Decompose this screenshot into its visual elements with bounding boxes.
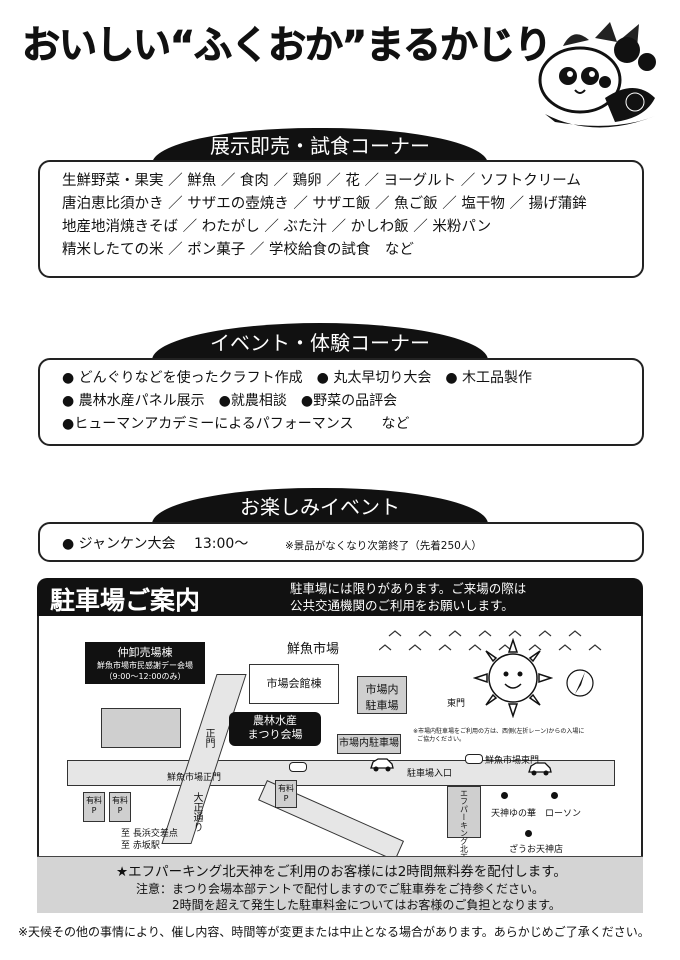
nakaoroshi-box: 仲卸売場棟 鮮魚市場市民感謝デー会場 （9:00〜12:00のみ） <box>85 642 205 684</box>
ef-parking-label: エフパーキング北天神 <box>459 789 469 869</box>
lawson-label: ローソン <box>545 809 582 819</box>
nakaoroshi-sub1: 鮮魚市場市民感謝デー会場 <box>97 661 193 670</box>
north-arrow-icon <box>566 669 594 697</box>
tenji-line-1: 生鮮野菜・果実 ／ 鮮魚 ／ 食肉 ／ 鶏卵 ／ 花 ／ ヨーグルト ／ ソフト… <box>62 173 581 189</box>
tenji-box: 生鮮野菜・果実 ／ 鮮魚 ／ 食肉 ／ 鶏卵 ／ 花 ／ ヨーグルト ／ ソフト… <box>38 160 644 278</box>
otanoshimi-box: ● ジャンケン大会 13:00〜 ※景品がなくなり次第終了（先着250人） <box>38 522 644 562</box>
ichibanai-parking: 市場内 駐車場 <box>357 676 407 714</box>
janken-item: ● ジャンケン大会 13:00〜 <box>62 536 249 552</box>
nakaoroshi-title: 仲卸売場棟 <box>117 646 173 659</box>
janken-note: ※景品がなくなり次第終了（先着250人） <box>285 540 482 552</box>
disclaimer: ※天候その他の事情により、催し内容、時間等が変更または中止となる場合があります。… <box>18 925 650 939</box>
traffic-signal-icon <box>465 754 483 764</box>
noorin-line1: 農林水産 <box>253 714 297 727</box>
yuryo-p-2: 有料P <box>109 792 131 822</box>
event-line-3: ●ヒューマンアカデミーによるパフォーマンス など <box>62 416 410 432</box>
notice-sub-2: 2時間を超えて発生した駐車料金についてはお客様のご負担となります。 <box>172 898 561 912</box>
car-icon <box>370 758 394 772</box>
notice-main: ★エフパーキング北天神をご利用のお客様には2時間無料券を配付します。 <box>116 864 567 880</box>
event-heading: イベント・体験コーナー <box>152 323 488 361</box>
noorin-venue: 農林水産 まつり会場 <box>229 712 321 746</box>
map-dot <box>551 792 558 799</box>
tenji-line-3: 地産地消焼きそば ／ わたがし ／ ぶた汁 ／ かしわ飯 ／ 米粉パン <box>62 219 492 235</box>
event-box: ● どんぐりなどを使ったクラフト作成 ● 丸太早切り大会 ● 木工品製作 ● 農… <box>38 358 644 446</box>
taisho-road <box>161 674 247 844</box>
to-akasaka: 至 赤坂駅 <box>121 841 160 851</box>
sea-waves-icon <box>379 630 602 651</box>
yuryo-p-1: 有料P <box>83 792 105 822</box>
east-gate-label: 鮮魚市場東門 <box>485 756 540 766</box>
otanoshimi-heading: お楽しみイベント <box>152 488 488 524</box>
seimon-label: 鮮魚市場正門 <box>167 773 222 783</box>
traffic-signal-icon <box>289 762 307 772</box>
parking-note-2: 公共交通機関のご利用をお願いします。 <box>290 598 514 613</box>
yuryo-p-3: 有料P <box>275 780 297 808</box>
to-nagahama: 至 長浜交差点 <box>121 829 178 839</box>
event-line-2: ● 農林水産パネル展示 ●就農相談 ●野菜の品評会 <box>62 393 398 409</box>
page-title: おいしい“ふくおか”まるかじり <box>22 23 553 68</box>
zaou-label: ざうお天神店 <box>509 845 564 855</box>
ichibanai-p2: 駐車場 <box>365 699 399 712</box>
ichibanai-p1: 市場内 <box>365 683 399 696</box>
sengyo-label: 鮮魚市場 <box>287 642 340 657</box>
nakaoroshi-building <box>101 708 181 748</box>
note-small-2: ご協力ください。 <box>417 736 466 743</box>
parking-header-bar <box>37 578 643 616</box>
event-line-1: ● どんぐりなどを使ったクラフト作成 ● 丸太早切り大会 ● 木工品製作 <box>62 370 532 386</box>
parking-map: 仲卸売場棟 鮮魚市場市民感謝デー会場 （9:00〜12:00のみ） 鮮魚市場 市… <box>37 616 643 912</box>
tenji-line-2: 唐泊恵比須かき ／ サザエの壺焼き ／ サザエ飯 ／ 魚ご飯 ／ 塩干物 ／ 揚… <box>62 196 587 212</box>
parking-title: 駐車場ご案内 <box>50 586 201 615</box>
kaikan-building: 市場会館棟 <box>249 664 339 704</box>
nakaoroshi-sub2: （9:00〜12:00のみ） <box>104 672 186 681</box>
parking-note-1: 駐車場には限りがあります。ご来場の際は <box>290 581 527 596</box>
entrance-label: 駐車場入口 <box>407 769 453 779</box>
ef-parking-building: エフパーキング北天神 <box>447 786 481 869</box>
yunohana-label: 天神ゆの華 <box>491 809 537 819</box>
seimon-vertical: 正門 <box>203 728 214 748</box>
tenji-heading: 展示即売・試食コーナー <box>152 128 488 164</box>
car-icon <box>528 762 552 776</box>
map-dot <box>501 792 508 799</box>
oosho-label: 大正通り <box>191 792 202 832</box>
parking-notice <box>37 856 643 913</box>
tenji-line-4: 精米したての米 ／ ポン菓子 ／ 学校給食の試食 など <box>62 242 414 258</box>
higashimon-label: 東門 <box>447 699 466 709</box>
ichibanai-parking-bar: 市場内駐車場 <box>337 734 401 754</box>
note-small-1: ※市場内駐車場をご利用の方は、西側(左折レーン)からの入場に <box>413 728 585 735</box>
sun-mascot-icon <box>473 638 553 718</box>
mascot-icon <box>538 22 656 128</box>
map-dot <box>525 830 532 837</box>
noorin-line2: まつり会場 <box>247 728 303 741</box>
main-road <box>67 760 615 786</box>
notice-sub-1: 注意：まつり会場本部テントで配付しますのでご駐車券をご持参ください。 <box>136 882 545 896</box>
